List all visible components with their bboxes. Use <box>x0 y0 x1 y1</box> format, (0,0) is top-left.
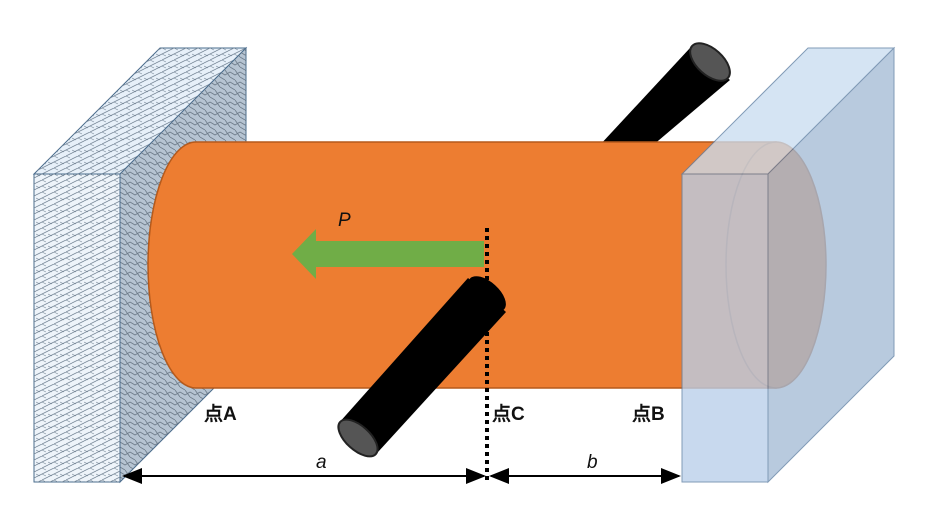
dim-b-label: b <box>587 452 598 473</box>
force-arrow <box>292 229 484 279</box>
point-a-label: 点A <box>204 403 237 425</box>
point-c-label: 点C <box>492 403 525 425</box>
right-wall <box>680 46 896 484</box>
dim-a-label: a <box>316 452 327 473</box>
rod-top <box>599 42 731 146</box>
force-label: P <box>338 210 351 231</box>
point-b-label: 点B <box>632 403 665 425</box>
